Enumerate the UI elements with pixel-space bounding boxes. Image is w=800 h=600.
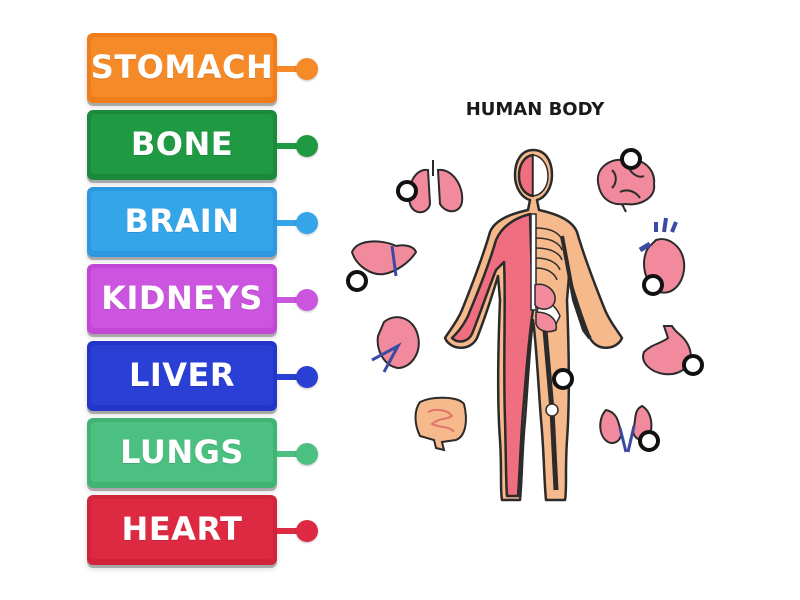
human-body-figure (443, 148, 624, 502)
lungs-icon (408, 160, 464, 214)
connector-dot-kidneys[interactable] (296, 289, 318, 311)
connector-kidneys (277, 297, 311, 303)
drop-target-bone[interactable] (552, 368, 574, 390)
label-text-heart: HEART (121, 510, 243, 548)
diagram-title: HUMAN BODY (465, 99, 605, 120)
human-body-diagram (350, 148, 692, 502)
spleen-icon (371, 316, 420, 373)
label-text-brain: BRAIN (124, 202, 240, 240)
liver-icon (350, 240, 418, 277)
drop-target-kidneys[interactable] (638, 430, 660, 452)
label-tile-brain[interactable]: BRAIN (87, 187, 277, 257)
connector-dot-bone[interactable] (296, 135, 318, 157)
label-tile-liver[interactable]: LIVER (87, 341, 277, 411)
stomach-icon (642, 325, 692, 376)
connector-bone (277, 143, 311, 149)
label-tile-bone[interactable]: BONE (87, 110, 277, 180)
torso-organs-icon (534, 283, 558, 333)
drop-target-lungs[interactable] (396, 180, 418, 202)
intestines-icon (414, 396, 467, 452)
connector-liver (277, 374, 311, 380)
connector-stomach (277, 66, 311, 72)
connector-heart (277, 528, 311, 534)
connector-brain (277, 220, 311, 226)
connector-dot-liver[interactable] (296, 366, 318, 388)
drop-target-liver[interactable] (346, 270, 368, 292)
label-tile-stomach[interactable]: STOMACH (87, 33, 277, 103)
drop-target-heart[interactable] (642, 274, 664, 296)
connector-dot-brain[interactable] (296, 212, 318, 234)
connector-dot-lungs[interactable] (296, 443, 318, 465)
label-text-liver: LIVER (128, 356, 236, 394)
connector-lungs (277, 451, 311, 457)
label-text-lungs: LUNGS (120, 433, 244, 471)
label-tile-lungs[interactable]: LUNGS (87, 418, 277, 488)
brain-icon (596, 158, 656, 213)
label-text-kidneys: KIDNEYS (101, 279, 263, 317)
label-text-stomach: STOMACH (90, 48, 274, 86)
drop-target-brain[interactable] (620, 148, 642, 170)
label-tile-kidneys[interactable]: KIDNEYS (87, 264, 277, 334)
drop-target-stomach[interactable] (682, 354, 704, 376)
label-tile-heart[interactable]: HEART (87, 495, 277, 565)
label-text-bone: BONE (130, 125, 234, 163)
connector-dot-heart[interactable] (296, 520, 318, 542)
connector-dot-stomach[interactable] (296, 58, 318, 80)
